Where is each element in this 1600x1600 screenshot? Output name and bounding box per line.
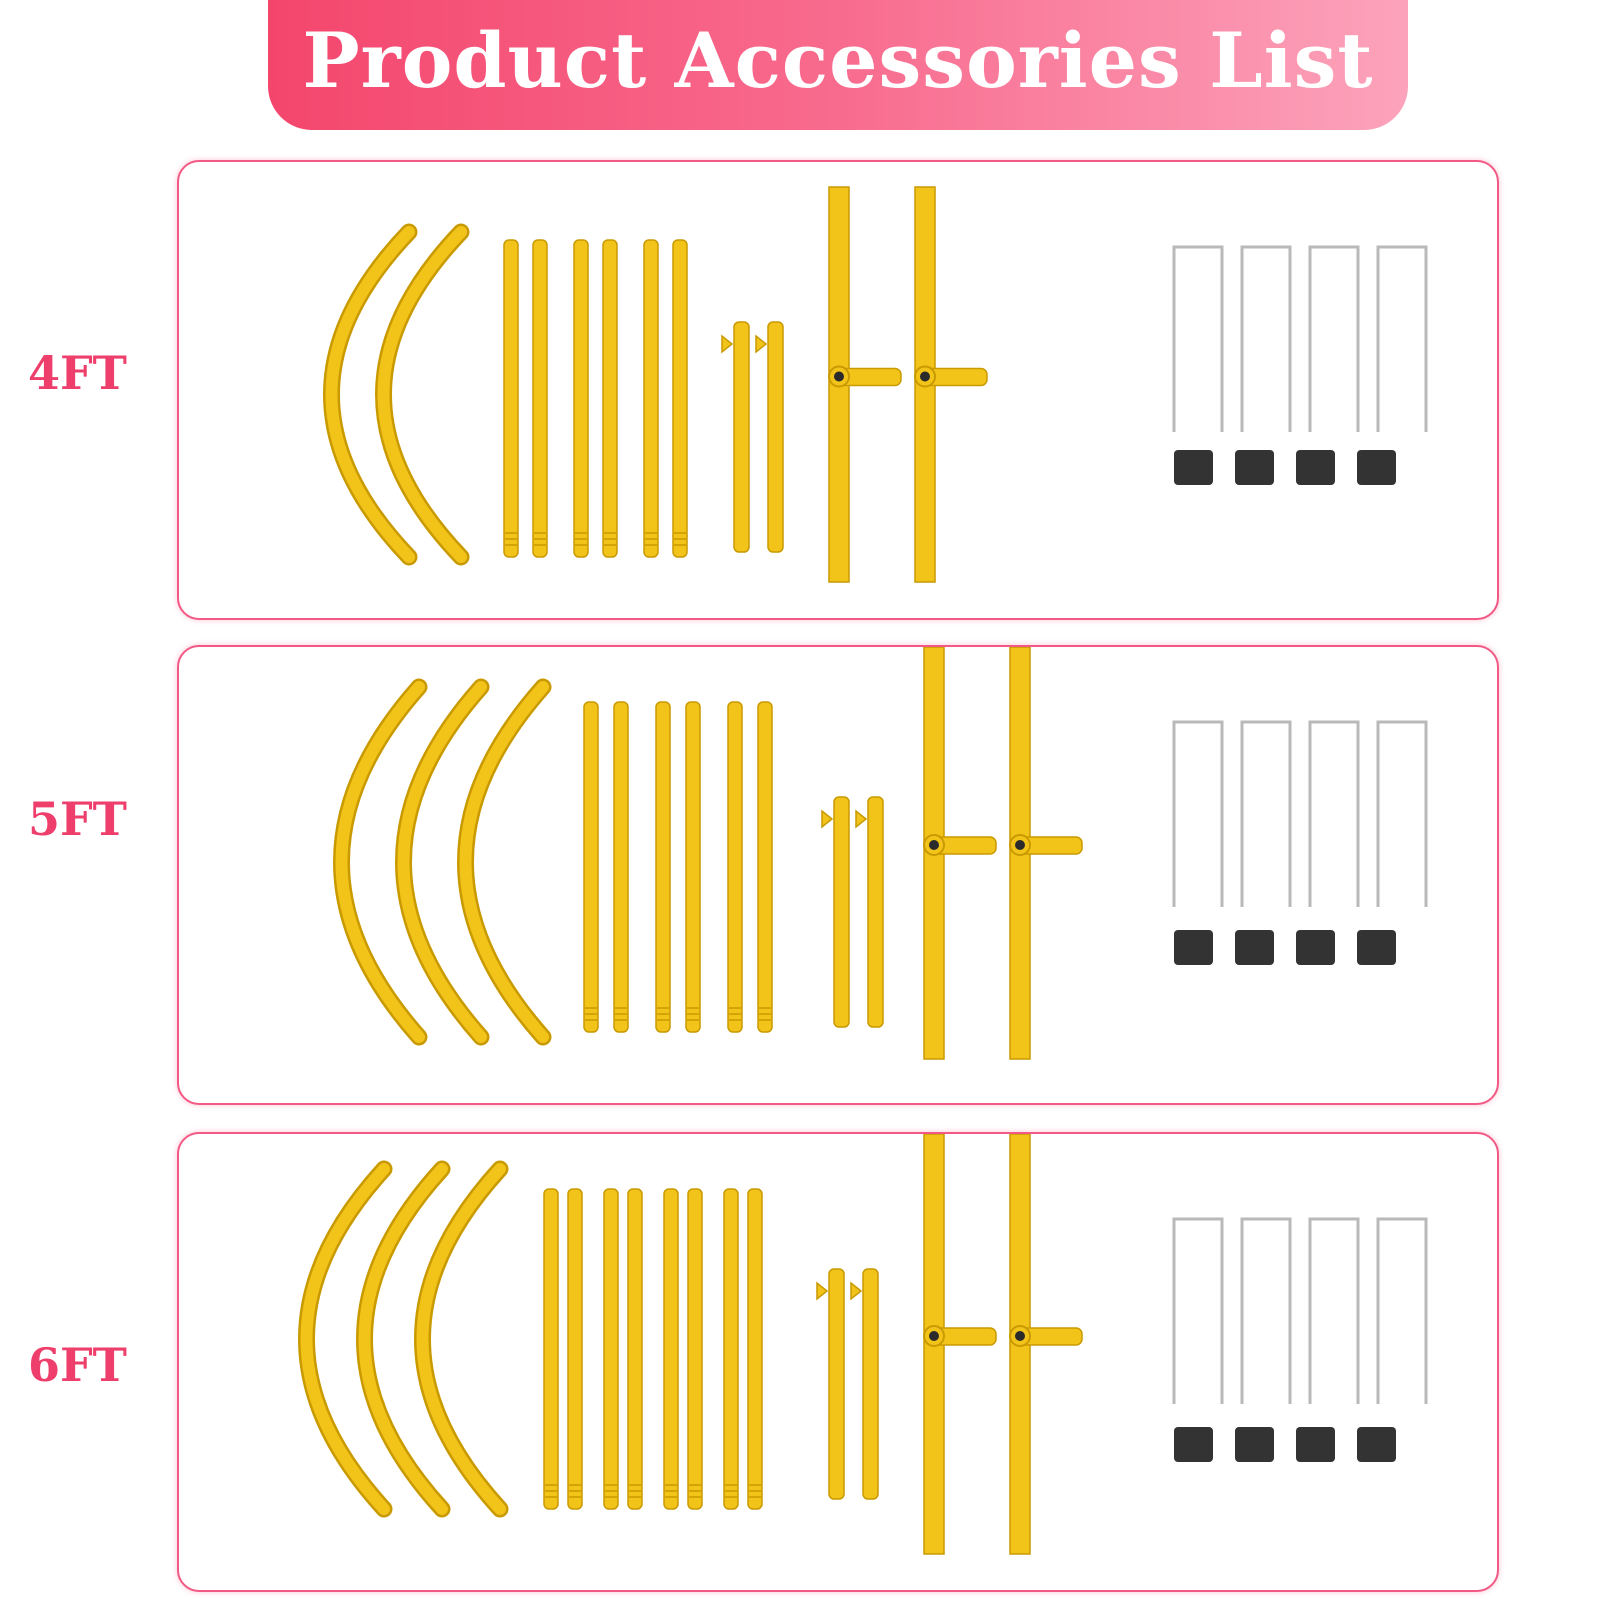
- straight-pole: [643, 239, 659, 558]
- ground-stake: [1240, 720, 1292, 907]
- wing-nut-icon: [855, 809, 868, 829]
- ground-stake: [1376, 245, 1428, 432]
- arch-tube: [358, 1163, 448, 1515]
- base-socket-hole: [920, 371, 930, 382]
- foot-pad: [1296, 450, 1335, 485]
- ground-stake: [1376, 720, 1428, 907]
- foot-pad: [1174, 1427, 1213, 1462]
- arch-tube: [397, 681, 487, 1043]
- straight-pole: [747, 1188, 763, 1510]
- straight-pole: [573, 239, 589, 558]
- base-socket-hole: [834, 371, 844, 382]
- wing-nut-icon: [850, 1281, 863, 1301]
- arch-tube: [416, 1163, 506, 1515]
- arch-tube: [300, 1163, 390, 1515]
- foot-pad: [1174, 930, 1213, 965]
- straight-pole: [603, 1188, 619, 1510]
- base-socket-hole: [929, 840, 939, 850]
- straight-pole: [567, 1188, 583, 1510]
- parts-graphic-4ft: [323, 186, 1428, 583]
- base-socket-hole: [1015, 1331, 1025, 1341]
- ground-stake: [1308, 1217, 1360, 1404]
- foot-pad: [1235, 1427, 1274, 1462]
- foot-pad: [1357, 1427, 1396, 1462]
- straight-pole: [627, 1188, 643, 1510]
- wing-nut-icon: [721, 334, 734, 354]
- straight-pole: [602, 239, 618, 558]
- straight-pole: [503, 239, 519, 558]
- ground-stake: [1172, 720, 1224, 907]
- ground-stake: [1376, 1217, 1428, 1404]
- foot-pad: [1357, 450, 1396, 485]
- size-label-4ft: 4FT: [28, 346, 127, 400]
- straight-pole: [687, 1188, 703, 1510]
- ground-stake: [1308, 720, 1360, 907]
- size-label-6ft: 6FT: [28, 1338, 127, 1392]
- accessory-panel-6ft: [177, 1132, 1499, 1592]
- ground-stake: [1240, 245, 1292, 432]
- straight-pole: [613, 701, 629, 1033]
- base-socket-hole: [929, 1331, 939, 1341]
- short-pole: [867, 796, 884, 1028]
- short-pole: [833, 796, 850, 1028]
- foot-pad: [1235, 450, 1274, 485]
- foot-pad: [1235, 930, 1274, 965]
- arch-tube: [459, 681, 549, 1043]
- wing-nut-icon: [816, 1281, 829, 1301]
- short-pole: [767, 321, 784, 553]
- straight-pole: [663, 1188, 679, 1510]
- straight-pole: [685, 701, 701, 1033]
- ground-stake: [1240, 1217, 1292, 1404]
- foot-pad: [1357, 930, 1396, 965]
- arch-tube: [377, 226, 467, 563]
- ground-stake: [1172, 1217, 1224, 1404]
- straight-pole: [655, 701, 671, 1033]
- size-label-5ft: 5FT: [28, 792, 127, 846]
- straight-pole: [757, 701, 773, 1033]
- foot-pad: [1296, 1427, 1335, 1462]
- arch-tube: [335, 681, 425, 1043]
- accessory-panel-4ft: [177, 160, 1499, 620]
- page-title: Product Accessories List: [302, 16, 1374, 105]
- ground-stake: [1172, 245, 1224, 432]
- straight-pole: [583, 701, 599, 1033]
- short-pole: [862, 1268, 879, 1500]
- straight-pole: [672, 239, 688, 558]
- wing-nut-icon: [755, 334, 768, 354]
- straight-pole: [532, 239, 548, 558]
- parts-graphic-6ft: [298, 1134, 1428, 1555]
- parts-graphic-5ft: [333, 647, 1428, 1060]
- short-pole: [733, 321, 750, 553]
- ground-stake: [1308, 245, 1360, 432]
- wing-nut-icon: [821, 809, 834, 829]
- straight-pole: [543, 1188, 559, 1510]
- title-banner: Product Accessories List: [268, 0, 1408, 130]
- straight-pole: [723, 1188, 739, 1510]
- foot-pad: [1296, 930, 1335, 965]
- foot-pad: [1174, 450, 1213, 485]
- accessory-panel-5ft: [177, 645, 1499, 1105]
- base-socket-hole: [1015, 840, 1025, 850]
- arch-tube: [325, 226, 415, 563]
- short-pole: [828, 1268, 845, 1500]
- straight-pole: [727, 701, 743, 1033]
